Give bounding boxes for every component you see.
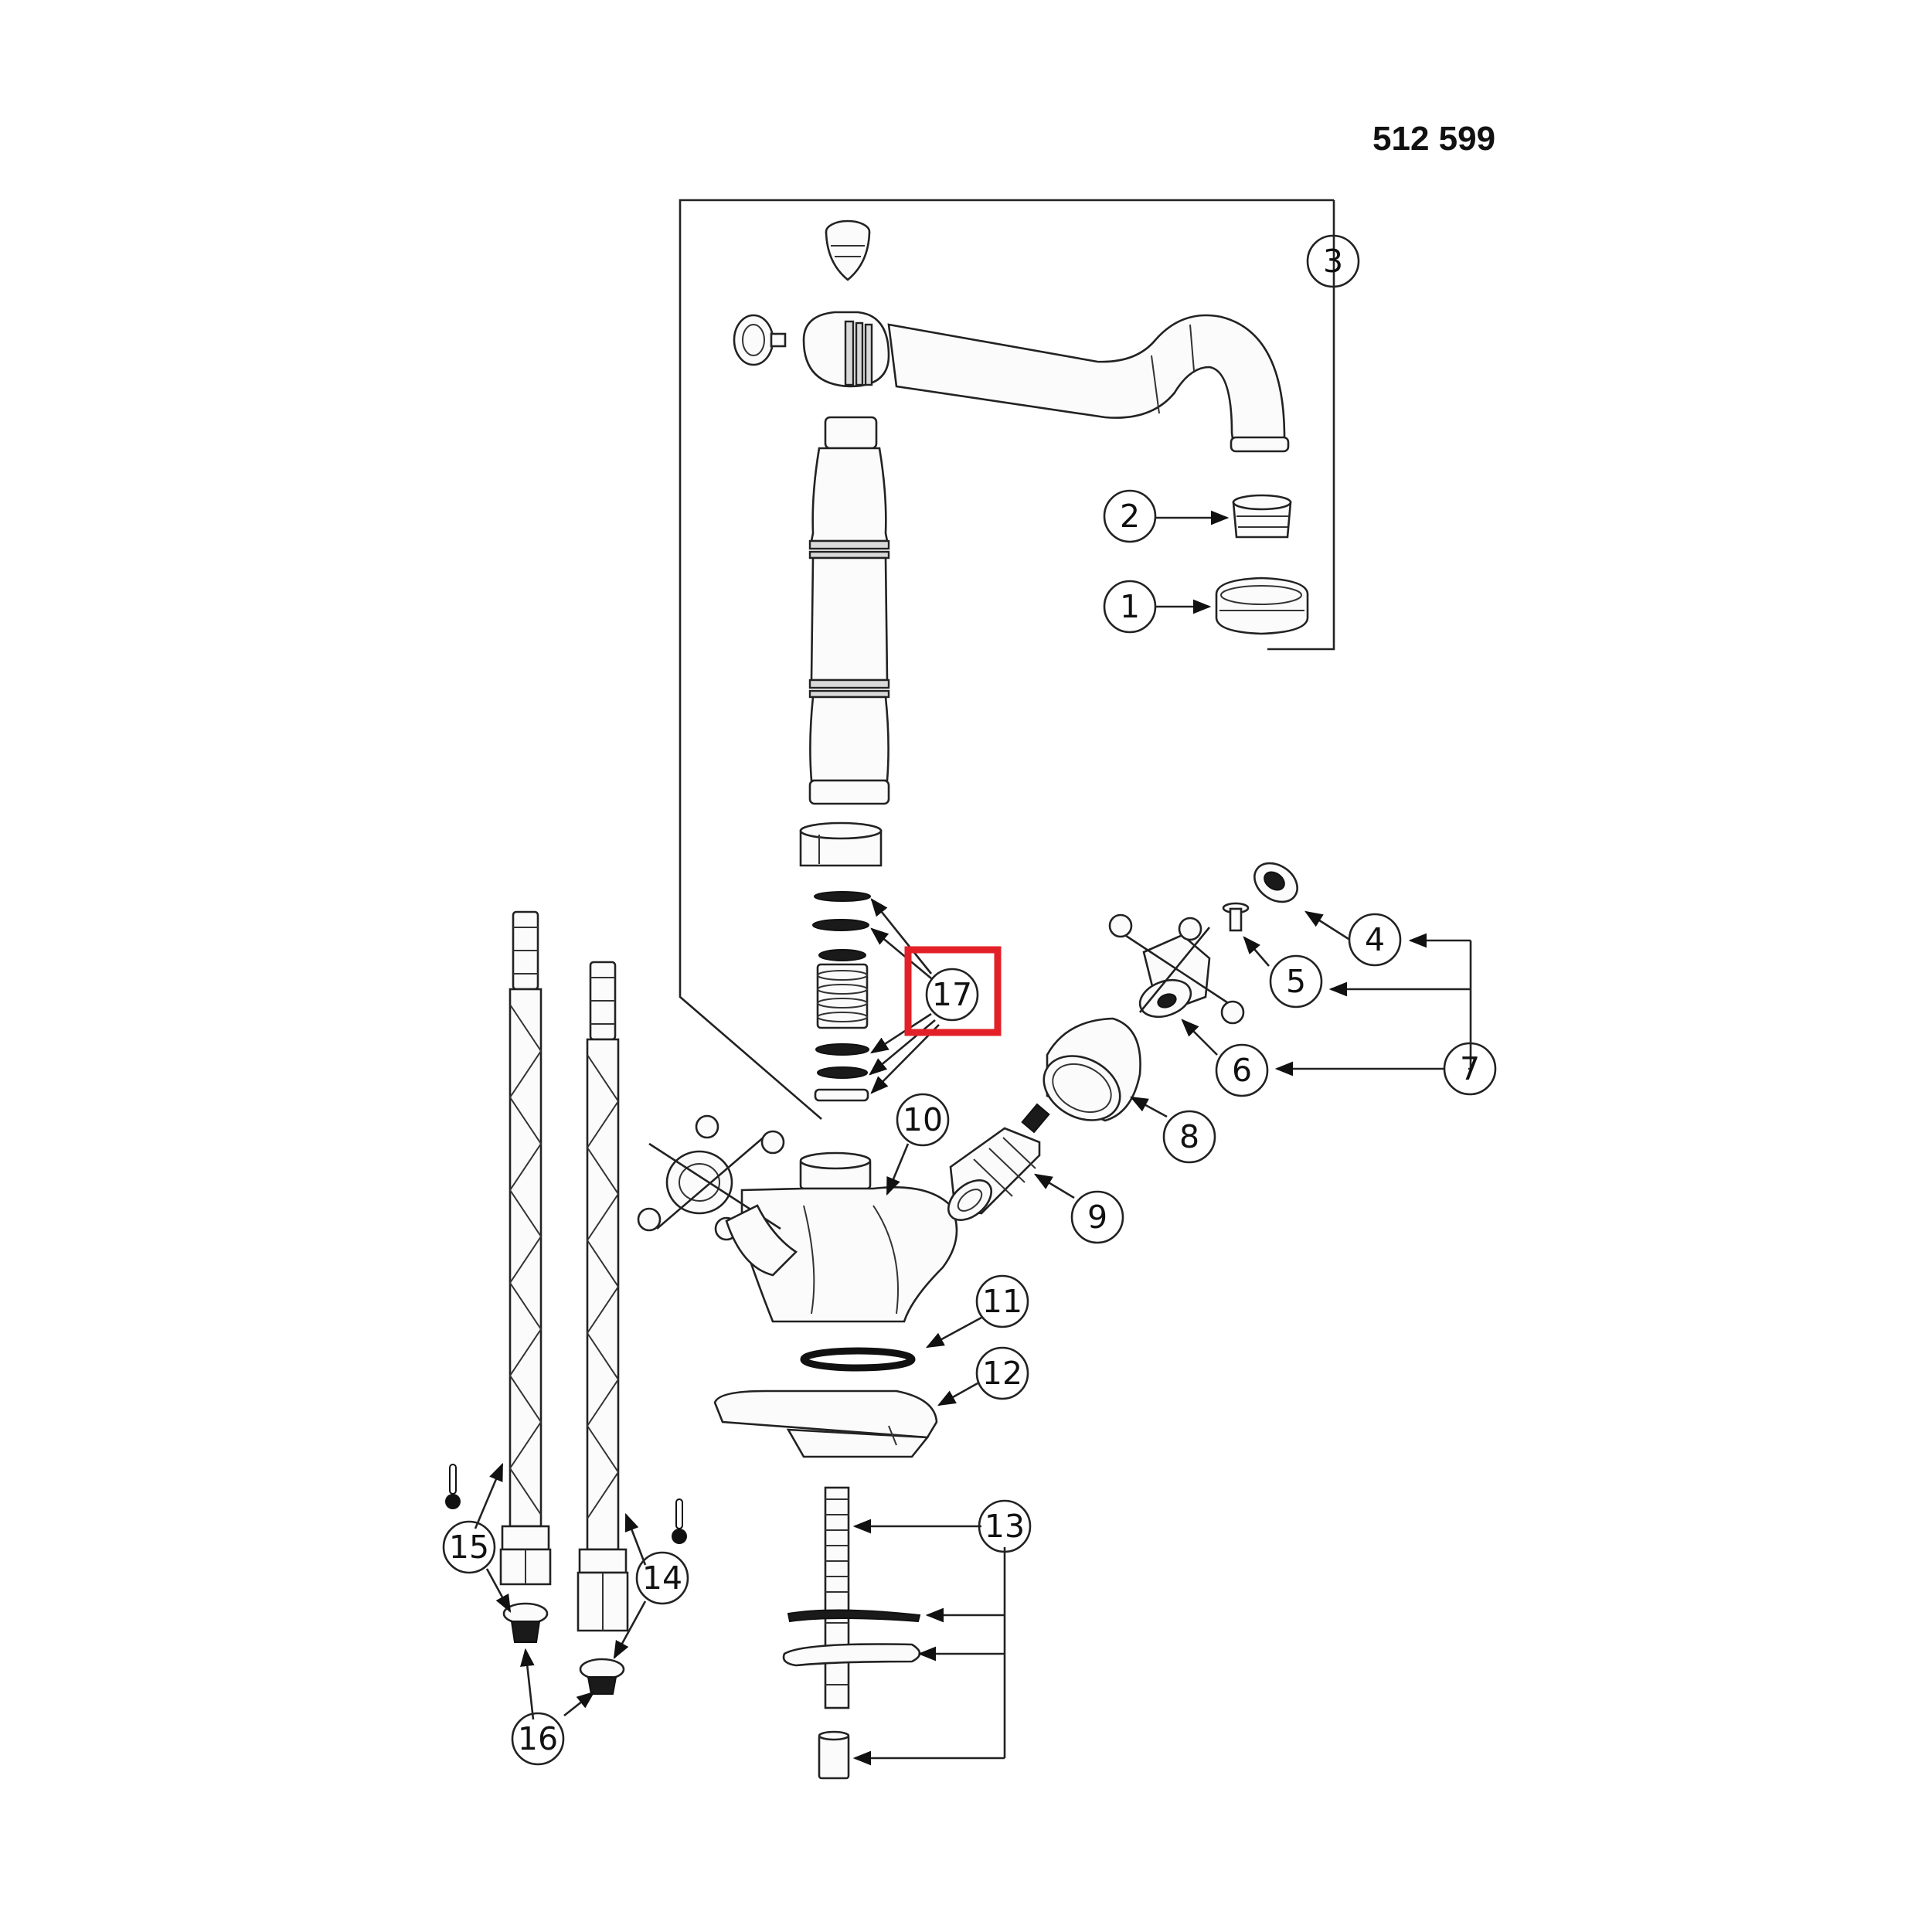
drawing-code: 512 599 [1372, 120, 1495, 158]
callout-4: 4 [1348, 913, 1402, 967]
valve-cartridge [947, 1103, 1050, 1221]
flexible-hose-right [577, 961, 629, 1632]
hose-adapter-right [579, 1658, 625, 1695]
callout-9: 9 [1070, 1190, 1124, 1244]
handle-sleeve [1043, 1017, 1141, 1122]
callout-17: 17 [925, 968, 979, 1022]
callout-label: 3 [1323, 243, 1343, 280]
callout-15: 15 [442, 1520, 496, 1574]
callout-label: 2 [1120, 498, 1140, 535]
index-cap [1253, 862, 1298, 903]
callout-label: 14 [642, 1560, 682, 1597]
callout-5: 5 [1269, 954, 1323, 1009]
callout-label: 5 [1286, 963, 1306, 1000]
hose-adapter-left [502, 1602, 549, 1643]
screw [1222, 902, 1250, 932]
aerator-housing [1215, 577, 1309, 635]
callout-label: 16 [518, 1720, 558, 1757]
callout-13: 13 [978, 1499, 1032, 1553]
spout-cap [825, 219, 871, 281]
callout-10: 10 [896, 1093, 950, 1147]
callout-label: 11 [982, 1283, 1022, 1320]
callout-label: 8 [1179, 1118, 1199, 1155]
side-knob [733, 314, 787, 366]
callout-label: 17 [932, 976, 972, 1013]
spout-arm [802, 311, 1290, 453]
callout-label: 13 [985, 1508, 1025, 1545]
base-plate [713, 1389, 938, 1458]
callout-label: 10 [903, 1101, 943, 1138]
callout-7: 7 [1443, 1042, 1497, 1096]
leader-lines [474, 510, 1472, 1766]
callout-label: 12 [982, 1355, 1022, 1392]
o-ring-set [812, 891, 871, 1102]
base-gasket [800, 1347, 916, 1372]
mixer-body [637, 1114, 958, 1323]
callout-label: 7 [1460, 1050, 1480, 1087]
callout-label: 15 [449, 1529, 489, 1566]
callout-16: 16 [511, 1712, 565, 1766]
callout-label: 6 [1232, 1052, 1252, 1089]
aerator-part [1232, 494, 1292, 539]
callout-8: 8 [1162, 1110, 1216, 1164]
callout-label: 1 [1120, 588, 1140, 625]
callout-2: 2 [1103, 489, 1157, 543]
cross-handle-assembly [1108, 913, 1245, 1025]
callout-6: 6 [1215, 1043, 1269, 1097]
callout-1: 1 [1103, 580, 1157, 634]
assembly-bracket [679, 199, 1335, 1120]
thermometer-icon [672, 1498, 687, 1544]
fixing-set [782, 1486, 921, 1780]
callout-label: 9 [1087, 1199, 1107, 1236]
callout-label: 4 [1365, 921, 1385, 958]
column-tube [808, 416, 890, 805]
callout-14: 14 [635, 1551, 689, 1605]
callout-3: 3 [1306, 234, 1360, 288]
flexible-hose-left [499, 910, 552, 1586]
callout-11: 11 [975, 1274, 1029, 1328]
highlight-box [904, 946, 1002, 1036]
column-ring [799, 821, 883, 867]
callout-12: 12 [975, 1346, 1029, 1400]
thermometer-icon [445, 1464, 461, 1509]
